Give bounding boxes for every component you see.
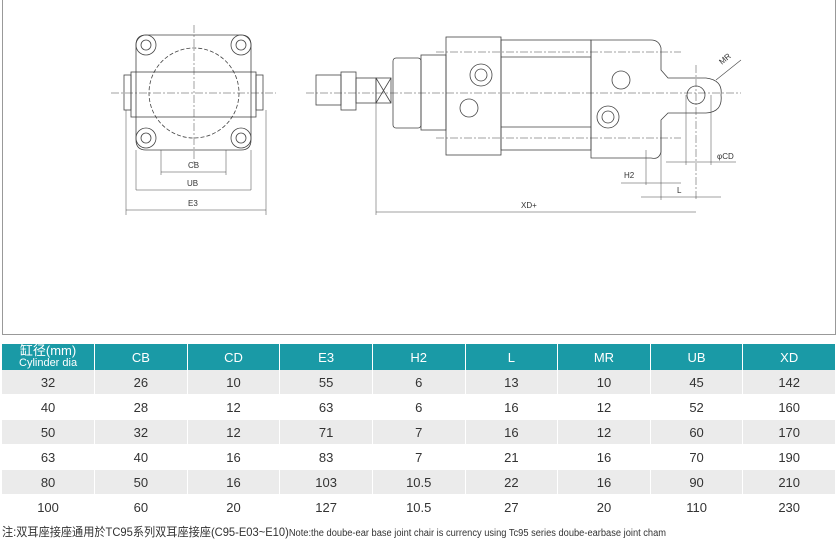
footnote: 注:双耳座接座通用於TC95系列双耳座接座(C95-E03~E10)Note:t… (2, 523, 666, 540)
header-h2: H2 (372, 344, 466, 370)
table-cell: 55 (279, 370, 373, 395)
table-cell: 90 (650, 469, 744, 495)
bolt-icon (230, 34, 252, 56)
table-cell: 63 (279, 394, 373, 420)
table-cell: 6 (372, 394, 466, 420)
table-cell: 170 (742, 419, 836, 445)
table-cell: 52 (650, 394, 744, 420)
ub-label: UB (187, 179, 198, 188)
mr-label: MR (717, 51, 732, 66)
dimension-table: 缸径(mm)Cylinder dia CB CD E3 H2 L MR UB X… (2, 344, 836, 520)
xd-label: XD+ (521, 201, 537, 210)
table-cell: 6 (372, 370, 466, 395)
bolt-icon (135, 34, 157, 56)
header-en: Cylinder dia (19, 357, 78, 369)
table-cell: 20 (187, 494, 281, 520)
table-cell: 21 (465, 444, 559, 470)
header-cn: 缸径(mm) (19, 343, 77, 358)
header-ub: UB (650, 344, 744, 370)
table-cell: 160 (742, 394, 836, 420)
table-cell: 32 (2, 370, 96, 395)
table-cell: 83 (279, 444, 373, 470)
note-cn: 注:双耳座接座通用於TC95系列双耳座接座(C95-E03~E10) (2, 525, 289, 539)
header-cylinder-dia: 缸径(mm)Cylinder dia (2, 343, 96, 370)
table-cell: 16 (557, 469, 651, 495)
table-cell: 70 (650, 444, 744, 470)
header-cb: CB (94, 344, 188, 370)
table-cell: 142 (742, 370, 836, 395)
table-cell: 12 (557, 394, 651, 420)
header-mr: MR (557, 344, 651, 370)
header-xd: XD (742, 344, 836, 370)
side-view: XD+ H2 L φCD MR (306, 36, 742, 215)
table-cell: 16 (187, 469, 281, 495)
table-cell: 50 (94, 469, 188, 495)
table-cell: 71 (279, 419, 373, 445)
table-cell: 63 (2, 444, 96, 470)
l-label: L (677, 186, 682, 195)
header-cd: CD (187, 344, 281, 370)
cb-label: CB (188, 161, 199, 170)
table-cell: 10 (557, 370, 651, 395)
table-cell: 10.5 (372, 469, 466, 495)
table-cell: 28 (94, 394, 188, 420)
header-e3: E3 (279, 344, 373, 370)
table-cell: 16 (465, 394, 559, 420)
bolt-icon (230, 127, 252, 149)
table-cell: 100 (2, 494, 96, 520)
table-cell: 22 (465, 469, 559, 495)
technical-drawing: CB UB E3 XD+ H2 L φCD MR (2, 0, 836, 335)
table-cell: 230 (742, 494, 836, 520)
table-cell: 10.5 (372, 494, 466, 520)
h2-label: H2 (624, 171, 635, 180)
table-cell: 210 (742, 469, 836, 495)
table-cell: 32 (94, 419, 188, 445)
table-cell: 60 (94, 494, 188, 520)
table-cell: 80 (2, 469, 96, 495)
table-cell: 16 (465, 419, 559, 445)
table-cell: 12 (187, 419, 281, 445)
table-cell: 20 (557, 494, 651, 520)
table-cell: 50 (2, 419, 96, 445)
table-cell: 190 (742, 444, 836, 470)
e3-label: E3 (188, 199, 198, 208)
table-cell: 7 (372, 419, 466, 445)
table-cell: 40 (2, 394, 96, 420)
table-cell: 26 (94, 370, 188, 395)
table-cell: 16 (557, 444, 651, 470)
table-cell: 10 (187, 370, 281, 395)
note-en: Note:the doube-ear base joint chair is c… (288, 528, 667, 539)
table-cell: 12 (557, 419, 651, 445)
table-cell: 16 (187, 444, 281, 470)
table-cell: 27 (465, 494, 559, 520)
table-cell: 110 (650, 494, 744, 520)
table-cell: 12 (187, 394, 281, 420)
end-view: CB UB E3 (111, 25, 276, 215)
header-l: L (465, 344, 559, 370)
table-cell: 40 (94, 444, 188, 470)
table-cell: 7 (372, 444, 466, 470)
table-cell: 127 (279, 494, 373, 520)
table-cell: 13 (465, 370, 559, 395)
table-cell: 103 (279, 469, 373, 495)
cd-label: φCD (717, 152, 734, 161)
table-cell: 45 (650, 370, 744, 395)
table-cell: 60 (650, 419, 744, 445)
bolt-icon (135, 127, 157, 149)
